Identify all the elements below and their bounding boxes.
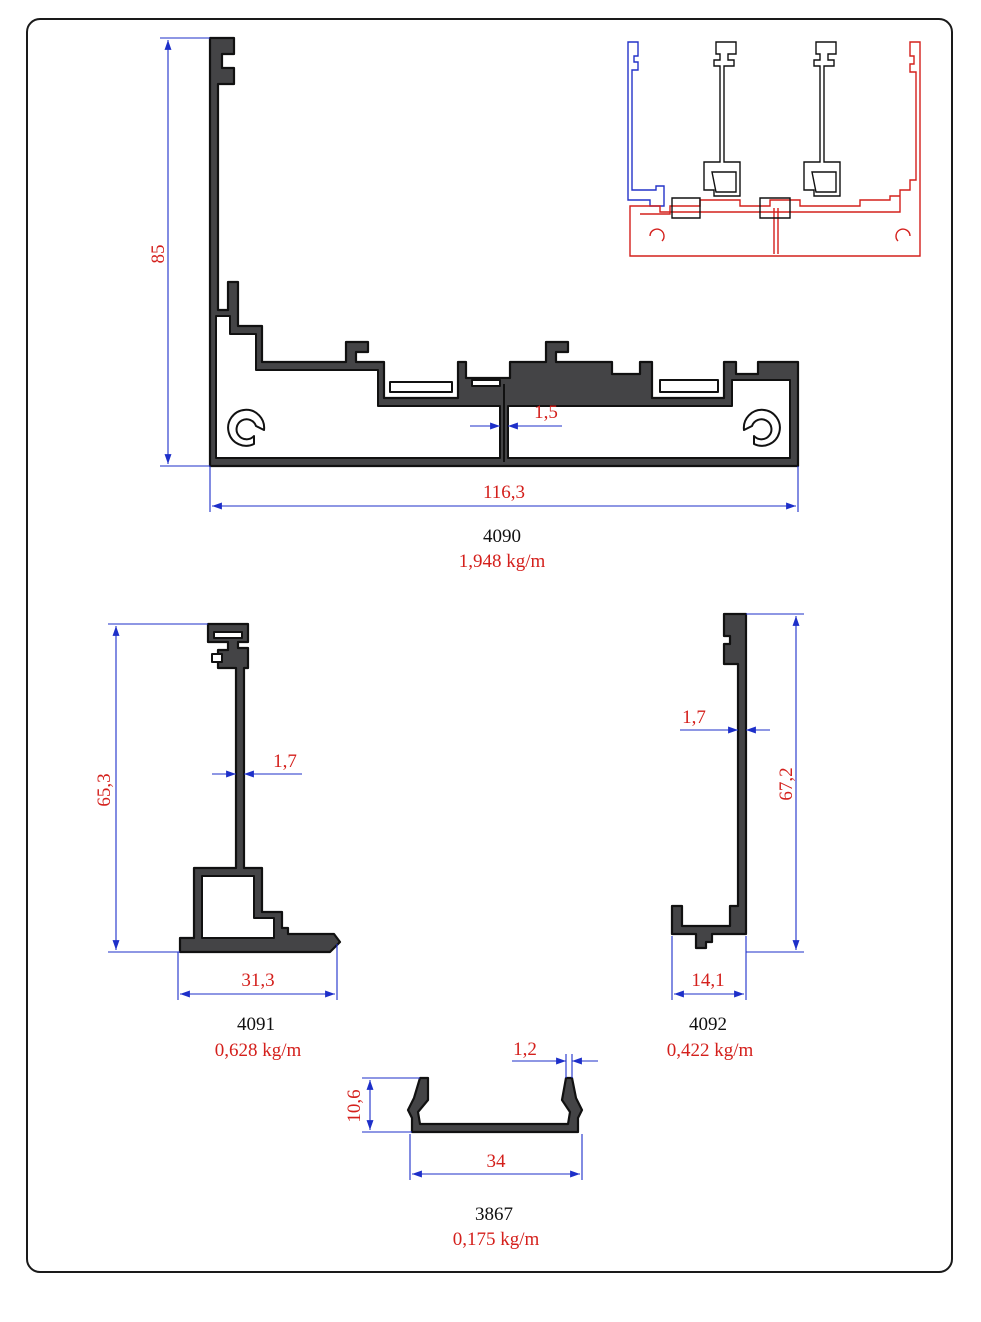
dim-4091-height-label: 65,3 [94, 773, 115, 806]
dim-4090-height: 85 [148, 37, 210, 467]
profile-4090-weight: 1,948 kg/m [459, 551, 546, 572]
profile-4091-code: 4091 [237, 1014, 275, 1035]
dim-4092-wall: 1,7 [680, 707, 770, 734]
dim-4090-height-label: 85 [148, 245, 169, 264]
dim-4091-width-label: 31,3 [241, 970, 274, 991]
dim-4091-width: 31,3 [177, 944, 338, 1000]
thumb-blue-frame [627, 41, 665, 207]
dim-4091-height: 65,3 [94, 623, 208, 953]
profile-3867 [406, 1076, 584, 1134]
dim-4092-width-label: 14,1 [691, 970, 724, 991]
dim-4092-width: 14,1 [671, 936, 747, 1000]
dim-4090-wall: 1,5 [470, 402, 562, 430]
dim-3867-width-label: 34 [487, 1151, 507, 1172]
dim-4090-wall-label: 1,5 [534, 402, 558, 423]
dim-3867-height: 10,6 [344, 1077, 420, 1133]
profile-4092-code: 4092 [689, 1014, 727, 1035]
profile-4092-shape [670, 612, 748, 950]
profile-3867-code: 3867 [475, 1204, 513, 1225]
drawing-frame [26, 18, 953, 1273]
profile-4090 [208, 36, 800, 468]
dim-4092-height: 67,2 [746, 613, 804, 953]
dim-4090-width-label: 116,3 [483, 482, 525, 503]
thumb-sash-2 [803, 41, 841, 197]
thumb-red-frame [629, 41, 921, 257]
dim-3867-width: 34 [409, 1134, 583, 1180]
profile-4092-weight: 0,422 kg/m [667, 1040, 754, 1061]
dim-4091-wall: 1,7 [212, 751, 302, 778]
profile-3867-weight: 0,175 kg/m [453, 1229, 540, 1250]
dim-3867-height-label: 10,6 [344, 1089, 365, 1122]
dim-4092-wall-label: 1,7 [682, 707, 706, 728]
profile-4091 [178, 622, 342, 954]
dim-3867-wall: 1,2 [512, 1039, 598, 1078]
profile-4091-weight: 0,628 kg/m [215, 1040, 302, 1061]
profile-4090-code: 4090 [483, 526, 521, 547]
dim-3867-wall-label: 1,2 [513, 1039, 537, 1060]
profile-3867-shape [406, 1076, 584, 1134]
dim-4090-width: 116,3 [209, 466, 799, 512]
assembly-thumbnail [627, 41, 921, 257]
profile-4092 [670, 612, 748, 950]
dim-4091-wall-label: 1,7 [273, 751, 297, 772]
dim-4092-height-label: 67,2 [776, 767, 797, 800]
thumb-sash-1 [703, 41, 741, 197]
profile-4091-shape [178, 622, 342, 954]
